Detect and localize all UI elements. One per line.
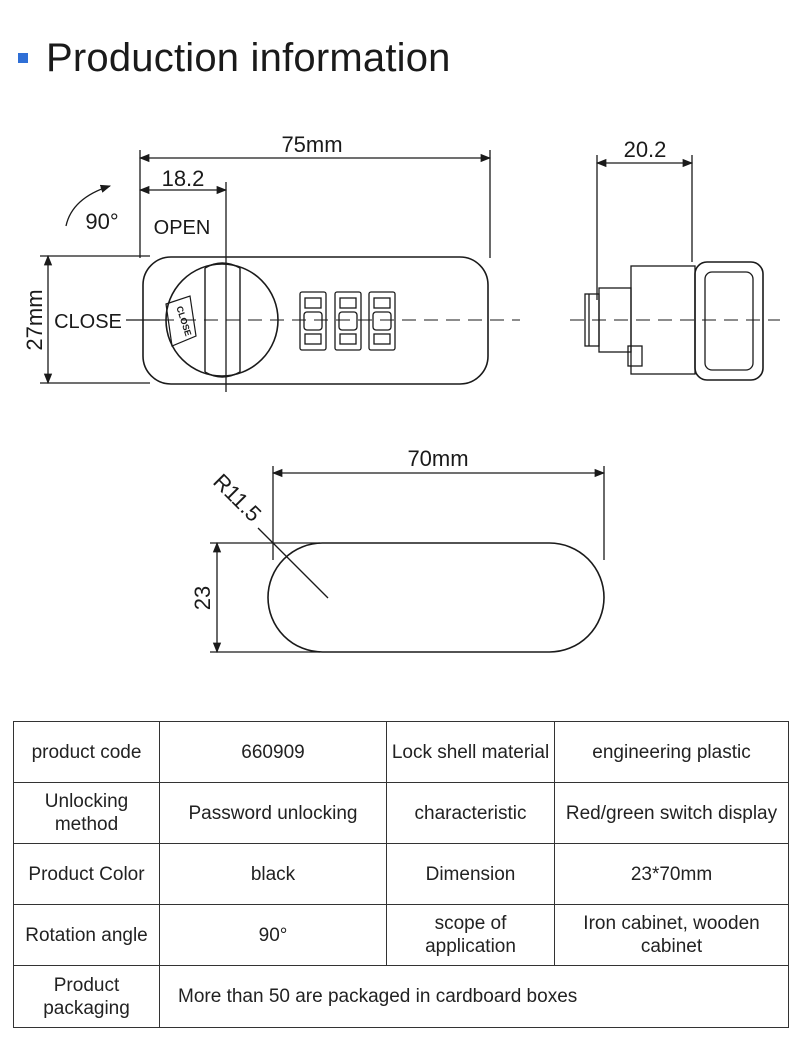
- table-row: Rotation angle 90° scope of application …: [13, 904, 789, 966]
- spec-label: characteristic: [386, 782, 555, 844]
- front-height-label: 27mm: [22, 289, 47, 350]
- title-bullet: [18, 53, 28, 63]
- spec-value: Iron cabinet, wooden cabinet: [554, 904, 789, 966]
- spec-value: 660909: [159, 721, 387, 783]
- spec-label: Unlocking method: [13, 782, 160, 844]
- spec-value: 23*70mm: [554, 843, 789, 905]
- side-depth-label: 20.2: [624, 137, 667, 162]
- front-view: [40, 150, 520, 392]
- spec-label: Product Color: [13, 843, 160, 905]
- open-label: OPEN: [154, 217, 211, 239]
- front-width-label: 75mm: [281, 132, 342, 157]
- spec-value: Red/green switch display: [554, 782, 789, 844]
- technical-drawing: 75mm 18.2 90° OPEN CLOSE 27mm CLOSE 20.2…: [22, 132, 780, 654]
- page-header: Production information: [18, 30, 451, 86]
- spec-label: product code: [13, 721, 160, 783]
- rotation-angle-label: 90°: [85, 209, 118, 234]
- spec-label: Rotation angle: [13, 904, 160, 966]
- knob-close-mark: CLOSE: [174, 305, 193, 338]
- side-view: [570, 155, 780, 381]
- spec-label: Dimension: [386, 843, 555, 905]
- spec-value: black: [159, 843, 387, 905]
- spec-value: engineering plastic: [554, 721, 789, 783]
- specification-table: product code 660909 Lock shell material …: [13, 721, 789, 1028]
- front-offset-label: 18.2: [162, 166, 205, 191]
- table-row: Product Color black Dimension 23*70mm: [13, 843, 789, 905]
- combination-dial-2: [334, 291, 362, 351]
- table-row: Product packaging More than 50 are packa…: [13, 965, 789, 1028]
- bottom-height-label: 23: [190, 586, 215, 610]
- spec-value: More than 50 are packaged in cardboard b…: [159, 965, 789, 1028]
- spec-value: Password unlocking: [159, 782, 387, 844]
- bottom-width-label: 70mm: [407, 446, 468, 471]
- spec-value: 90°: [159, 904, 387, 966]
- combination-dial-3: [368, 291, 396, 351]
- spec-label: Product packaging: [13, 965, 160, 1028]
- table-row: product code 660909 Lock shell material …: [13, 721, 789, 783]
- table-row: Unlocking method Password unlocking char…: [13, 782, 789, 844]
- spec-label: Lock shell material: [386, 721, 555, 783]
- spec-label: scope of application: [386, 904, 555, 966]
- page-title: Production information: [46, 35, 451, 80]
- combination-dial-1: [299, 291, 327, 351]
- radius-label: R11.5: [208, 469, 266, 527]
- bottom-view: [210, 466, 606, 654]
- close-label: CLOSE: [54, 311, 122, 333]
